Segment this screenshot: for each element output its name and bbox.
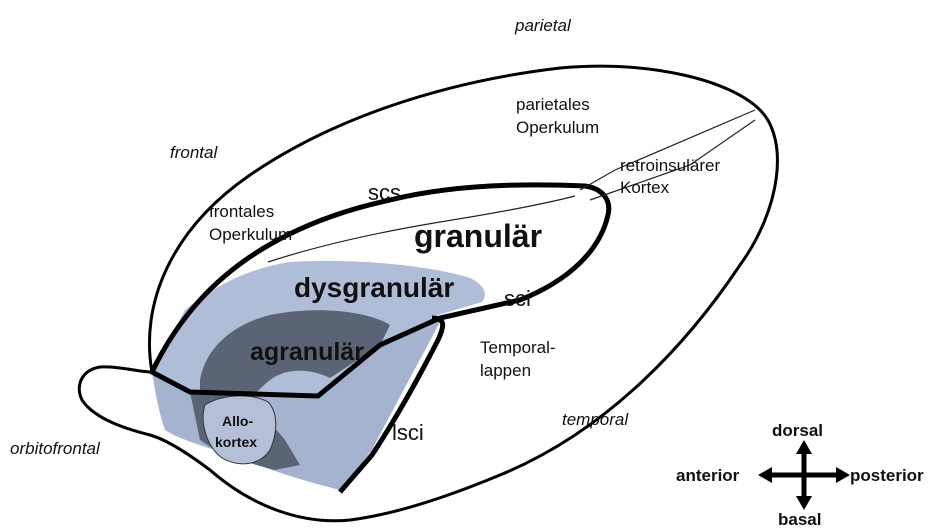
compass-posterior: posterior [850,466,924,485]
arrow-right-icon [836,467,850,483]
label-retroinsular-2: Kortex [620,178,670,197]
label-frontales-2: Operkulum [209,225,292,244]
label-allokortex-1: Allo- [222,413,253,429]
label-lsci: lsci [392,420,424,445]
arrow-up-icon [796,440,812,454]
label-dysgranular: dysgranulär [294,272,454,303]
label-temporallappen-1: Temporal- [480,338,556,357]
label-parietales-1: parietales [516,95,590,114]
label-parietales-2: Operkulum [516,118,599,137]
compass-basal: basal [778,510,821,529]
compass-dorsal: dorsal [772,421,823,440]
compass-anterior: anterior [676,466,740,485]
label-granular: granulär [414,218,542,254]
arrow-down-icon [796,496,812,510]
label-parietal: parietal [514,16,572,35]
compass [758,440,850,510]
label-allokortex-2: kortex [215,434,257,450]
label-temporallappen-2: lappen [480,361,531,380]
label-orbitofrontal: orbitofrontal [10,439,101,458]
label-frontal: frontal [170,143,218,162]
label-sci: sci [504,286,531,311]
arrow-left-icon [758,467,772,483]
label-agranular: agranulär [250,338,364,366]
label-temporal: temporal [562,410,629,429]
label-scs: scs [368,180,401,205]
label-retroinsular-1: retroinsulärer [620,156,720,175]
label-frontales-1: frontales [209,202,274,221]
